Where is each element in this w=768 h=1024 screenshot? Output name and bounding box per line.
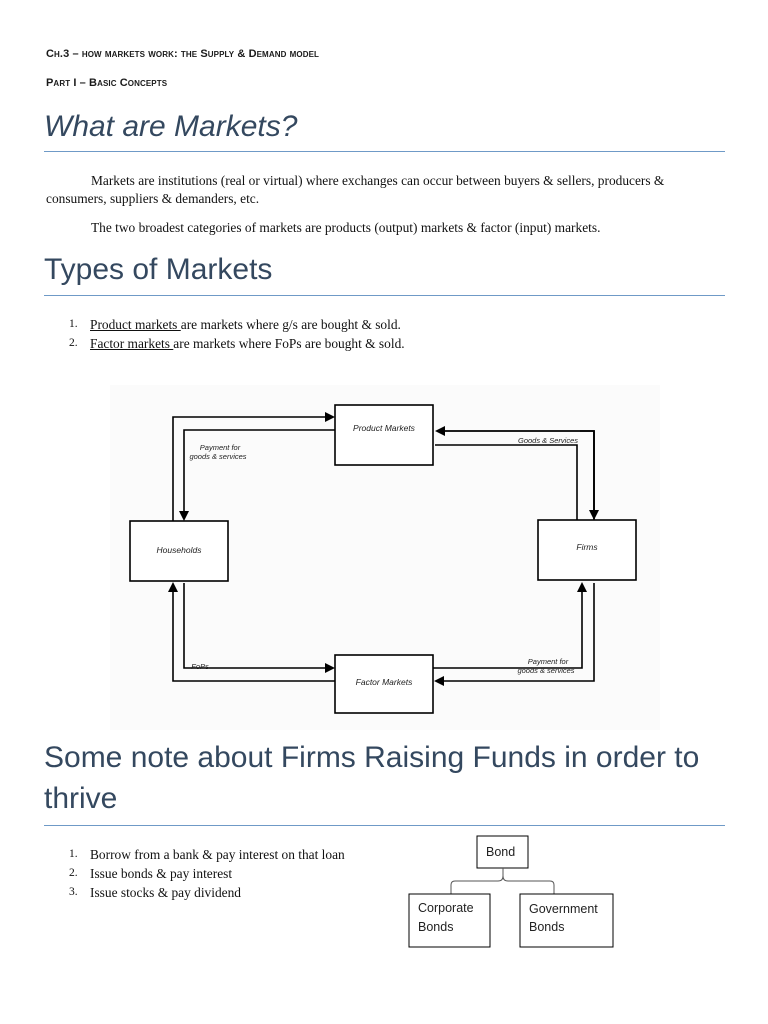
list-text: are markets where FoPs are bought & sold… (173, 336, 405, 351)
arrow-payment-to-product-markets (172, 412, 335, 521)
firms-box (537, 519, 637, 581)
circular-flow-diagram: Product Markets Factor Markets Household… (110, 385, 660, 730)
heading-rule (44, 825, 725, 826)
list-number: 1. (69, 848, 78, 860)
government-bonds-label-2: Bonds (529, 920, 564, 934)
product-markets-box (334, 404, 434, 466)
firms-label: Firms (576, 542, 598, 552)
funding-methods-list: 1. Borrow from a bank & pay interest on t… (46, 845, 426, 902)
households-box (129, 520, 229, 582)
payment-goods-label-2: goods & services (189, 452, 246, 461)
arrow-fops-to-firms (433, 582, 587, 669)
list-number: 2. (69, 337, 78, 349)
term-factor-markets: Factor markets (90, 336, 174, 351)
term-product-markets: Product markets (90, 317, 181, 332)
market-types-list: 1. Product markets are markets where g/s… (46, 315, 646, 353)
factor-markets-label: Factor Markets (356, 677, 413, 687)
payment-goods-label-1: Payment for (200, 443, 241, 452)
product-markets-label: Product Markets (353, 423, 416, 433)
arrow-goods-to-households (179, 429, 335, 521)
list-text: Issue stocks & pay dividend (90, 885, 241, 900)
payment-goods2-label-1: Payment for (528, 657, 569, 666)
heading-firms-raising-funds-line2: thrive (44, 782, 118, 815)
arrow-fops-to-factor-markets (183, 583, 335, 673)
list-text: are markets where g/s are bought & sold. (180, 317, 401, 332)
list-item: 2. Factor markets are markets where FoPs… (46, 334, 646, 353)
heading-types-of-markets: Types of Markets (44, 253, 273, 286)
list-number: 3. (69, 886, 78, 898)
government-bonds-box (519, 893, 614, 948)
government-bonds-label-1: Government (529, 902, 598, 916)
heading-rule (44, 151, 725, 152)
chapter-title: Ch.3 – how markets work: the Supply & De… (46, 48, 319, 60)
list-text: Borrow from a bank & pay interest on tha… (90, 847, 345, 862)
arrow-payment-from-product-markets (435, 444, 578, 520)
goods-services-label: Goods & Services (518, 436, 578, 445)
paragraph-markets-definition: Markets are institutions (real or virtua… (46, 173, 665, 206)
bond-types-chart: Bond Corporate Bonds Government Bonds (408, 835, 614, 948)
list-item: 1. Product markets are markets where g/s… (46, 315, 646, 334)
bond-connector (450, 868, 555, 894)
paragraph-market-categories: The two broadest categories of markets a… (91, 220, 601, 235)
list-item: 1. Borrow from a bank & pay interest on t… (46, 845, 426, 864)
fops-label: FoPs (191, 662, 209, 671)
corporate-bonds-label-1: Corporate (418, 901, 474, 915)
factor-markets-box (334, 654, 434, 714)
list-number: 2. (69, 867, 78, 879)
corporate-bonds-label-2: Bonds (418, 920, 453, 934)
arrow-income-to-households (168, 582, 335, 682)
payment-goods2-label-2: goods & services (517, 666, 574, 675)
households-label: Households (157, 545, 203, 555)
heading-firms-raising-funds-line1: Some note about Firms Raising Funds in o… (44, 741, 700, 774)
list-item: 2. Issue bonds & pay interest (46, 864, 426, 883)
heading-rule (44, 295, 725, 296)
arrow-goods-services (435, 426, 595, 519)
list-text: Issue bonds & pay interest (90, 866, 233, 881)
part-title: Part I – Basic Concepts (46, 77, 168, 89)
list-number: 1. (69, 318, 78, 330)
heading-what-are-markets: What are Markets? (44, 110, 298, 143)
bond-root-label: Bond (486, 845, 515, 859)
arrow-payment-to-factor-markets (434, 583, 595, 686)
corporate-bonds-box (408, 893, 491, 948)
list-item: 3. Issue stocks & pay dividend (46, 883, 426, 902)
